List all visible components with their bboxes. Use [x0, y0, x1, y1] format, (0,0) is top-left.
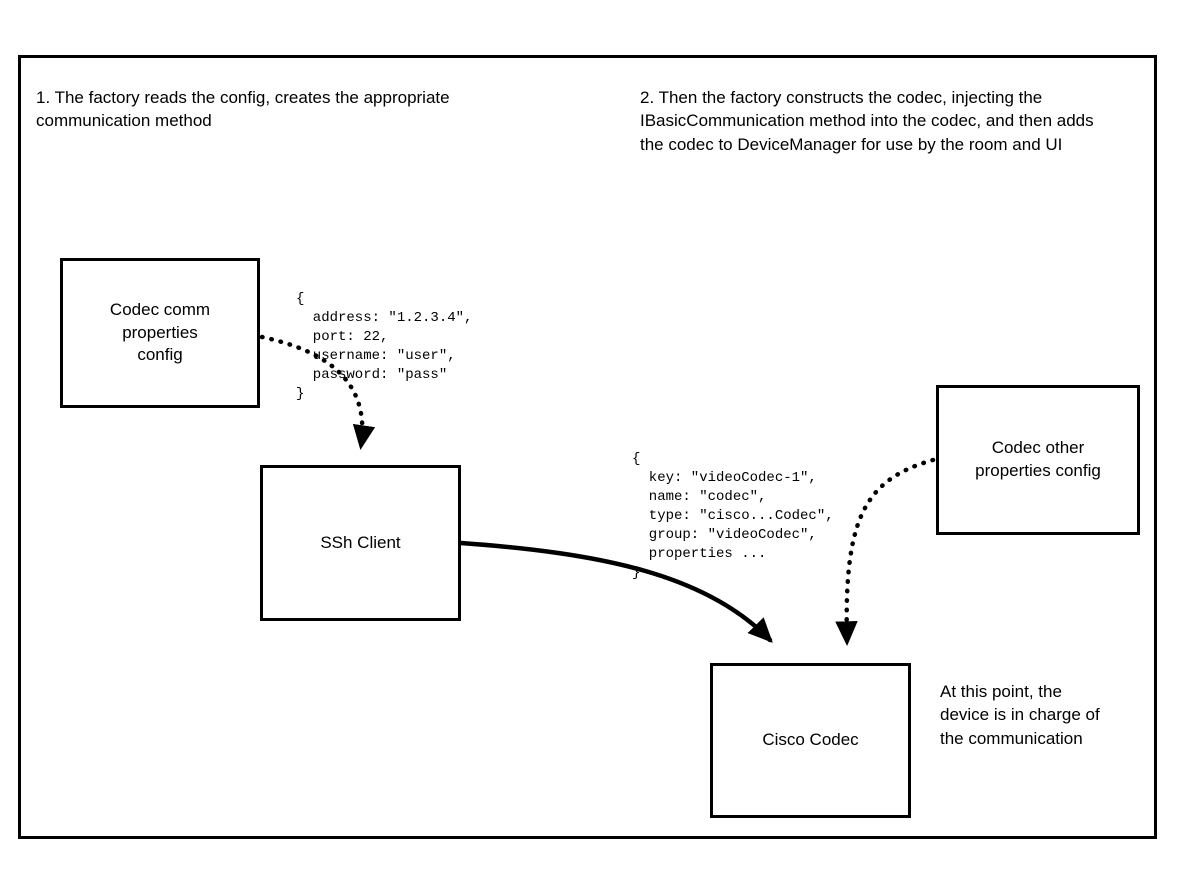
code-codec-properties-json: { key: "videoCodec-1", name: "codec", ty… — [632, 451, 834, 581]
note-step1: 1. The factory reads the config, creates… — [36, 88, 450, 131]
node-label: Cisco Codec — [762, 730, 859, 750]
node-cisco-codec: Cisco Codec — [710, 663, 911, 818]
node-codec-other-properties-config: Codec other properties config — [936, 385, 1140, 535]
node-label: Codec comm properties config — [109, 299, 211, 365]
node-label: Codec other properties config — [975, 438, 1101, 480]
note-at-this-point: At this point, the device is in charge o… — [940, 682, 1100, 748]
node-label: SSh Client — [320, 532, 401, 552]
code-comm-properties-json: { address: "1.2.3.4", port: 22, username… — [296, 291, 473, 402]
diagram-frame — [18, 55, 1157, 839]
note-step2: 2. Then the factory constructs the codec… — [640, 88, 1094, 154]
node-codec-comm-properties-config: Codec comm properties config — [60, 258, 260, 408]
node-ssh-client: SSh Client — [260, 465, 461, 621]
